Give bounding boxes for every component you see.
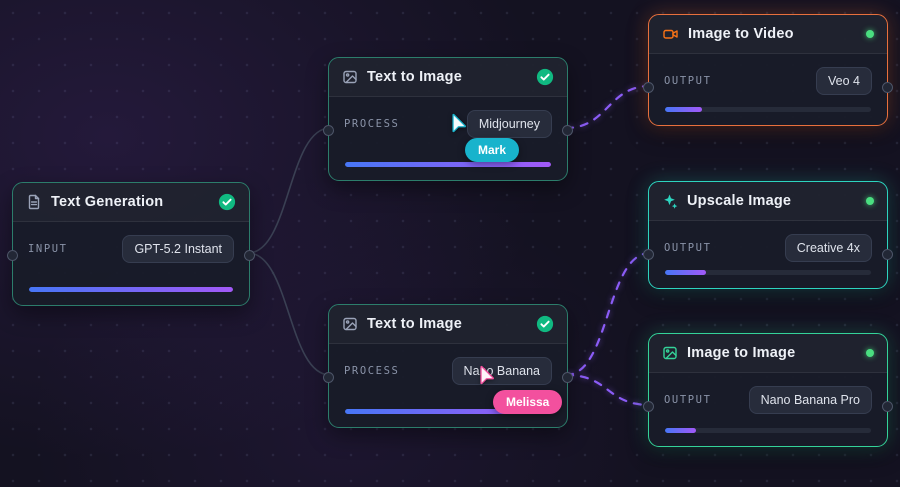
progress-fill — [29, 287, 233, 292]
node-header: Image to Video — [649, 15, 887, 54]
field-label: OUTPUT — [664, 75, 712, 87]
node-title: Upscale Image — [687, 193, 792, 209]
model-chip[interactable]: Nano Banana Pro — [748, 386, 872, 414]
file-text-icon — [26, 194, 42, 210]
model-chip[interactable]: Nano Banana — [451, 357, 552, 385]
node-title: Text to Image — [367, 316, 462, 332]
image-icon — [342, 316, 358, 332]
output-port[interactable] — [882, 82, 893, 93]
node-title: Text to Image — [367, 69, 462, 85]
node-image-to-video[interactable]: Image to Video OUTPUT Veo 4 — [643, 14, 893, 126]
progress-bar — [665, 428, 871, 433]
field-label: OUTPUT — [664, 242, 712, 254]
model-chip[interactable]: Midjourney — [466, 110, 552, 138]
output-port[interactable] — [562, 372, 573, 383]
node-header: Text to Image — [329, 58, 567, 97]
model-chip[interactable]: Creative 4x — [784, 234, 872, 262]
input-port[interactable] — [323, 372, 334, 383]
field-label: PROCESS — [344, 365, 400, 377]
node-header: Image to Image — [649, 334, 887, 373]
output-port[interactable] — [882, 249, 893, 260]
progress-fill — [665, 107, 703, 112]
field-label: OUTPUT — [664, 394, 712, 406]
output-port[interactable] — [562, 125, 573, 136]
node-title: Text Generation — [51, 194, 164, 210]
video-camera-icon — [662, 26, 679, 42]
node-text-to-image-top[interactable]: Text to Image PROCESS Midjourney — [323, 57, 573, 181]
active-status-dot — [866, 349, 874, 357]
node-header: Text Generation — [13, 183, 249, 222]
progress-fill — [345, 409, 551, 414]
input-port[interactable] — [643, 249, 654, 260]
check-badge-icon — [218, 193, 236, 211]
input-port[interactable] — [643, 401, 654, 412]
progress-bar — [345, 162, 551, 167]
model-chip[interactable]: GPT-5.2 Instant — [122, 235, 234, 263]
progress-bar — [345, 409, 551, 414]
node-body: PROCESS Midjourney — [329, 97, 567, 151]
node-body: OUTPUT Creative 4x — [649, 221, 887, 275]
node-header: Text to Image — [329, 305, 567, 344]
node-text-generation[interactable]: Text Generation INPUT GPT-5.2 Instant — [7, 182, 255, 306]
progress-fill — [665, 428, 696, 433]
progress-fill — [665, 270, 707, 275]
node-body: PROCESS Nano Banana — [329, 344, 567, 398]
output-port[interactable] — [244, 250, 255, 261]
progress-bar — [29, 287, 233, 292]
node-body: OUTPUT Nano Banana Pro — [649, 373, 887, 427]
progress-fill — [345, 162, 551, 167]
node-body: OUTPUT Veo 4 — [649, 54, 887, 108]
image-icon — [342, 69, 358, 85]
node-body: INPUT GPT-5.2 Instant — [13, 222, 249, 276]
node-title: Image to Image — [687, 345, 796, 361]
input-port[interactable] — [643, 82, 654, 93]
active-status-dot — [866, 197, 874, 205]
node-image-to-image[interactable]: Image to Image OUTPUT Nano Banana Pro — [643, 333, 893, 447]
node-title: Image to Video — [688, 26, 794, 42]
model-chip[interactable]: Veo 4 — [816, 67, 872, 95]
field-label: PROCESS — [344, 118, 400, 130]
input-port[interactable] — [7, 250, 18, 261]
check-badge-icon — [536, 68, 554, 86]
check-badge-icon — [536, 315, 554, 333]
progress-bar — [665, 270, 871, 275]
progress-bar — [665, 107, 871, 112]
node-header: Upscale Image — [649, 182, 887, 221]
output-port[interactable] — [882, 401, 893, 412]
node-upscale-image[interactable]: Upscale Image OUTPUT Creative 4x — [643, 181, 893, 289]
sparkles-icon — [662, 193, 678, 209]
node-text-to-image-bottom[interactable]: Text to Image PROCESS Nano Banana — [323, 304, 573, 428]
active-status-dot — [866, 30, 874, 38]
field-label: INPUT — [28, 243, 68, 255]
image-icon — [662, 345, 678, 361]
input-port[interactable] — [323, 125, 334, 136]
